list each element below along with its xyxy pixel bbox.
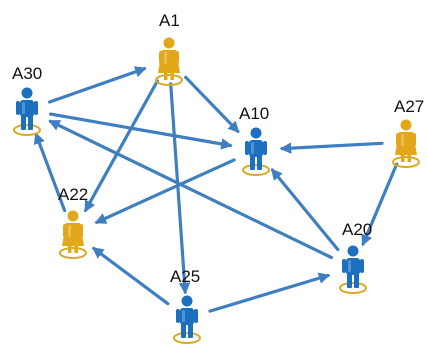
person-icon-A20 [339,245,367,294]
node-label-A10: A10 [239,104,270,123]
edge-A1-to-A10 [184,75,240,133]
edge-A1-to-A25 [169,82,191,295]
edge-A22-to-A30 [33,132,67,213]
edge-A10-to-A22 [94,158,236,224]
person-icon-A10 [242,127,270,176]
person-icon-A22 [59,210,87,259]
node-label-A25: A25 [170,267,201,286]
edge-A20-to-A10 [270,168,340,252]
edge-A25-to-A22 [91,246,170,306]
edge-A27-to-A10 [279,141,384,154]
node-label-A27: A27 [394,97,425,116]
edge-A27-to-A20 [361,162,399,247]
node-label-A20: A20 [342,220,373,239]
person-icon-A1 [155,37,183,86]
person-icon-A25 [173,295,201,344]
edge-A30-to-A10 [48,112,233,150]
node-label-A1: A1 [159,11,180,30]
edge-A30-to-A1 [47,66,147,104]
edge-A25-to-A20 [208,272,331,313]
node-label-A30: A30 [12,64,43,83]
edge-A20-to-A30 [48,119,333,260]
person-icon-A30 [13,87,41,136]
person-icon-A27 [392,119,420,168]
edge-A1-to-A22 [83,79,159,213]
node-label-A22: A22 [58,185,89,204]
